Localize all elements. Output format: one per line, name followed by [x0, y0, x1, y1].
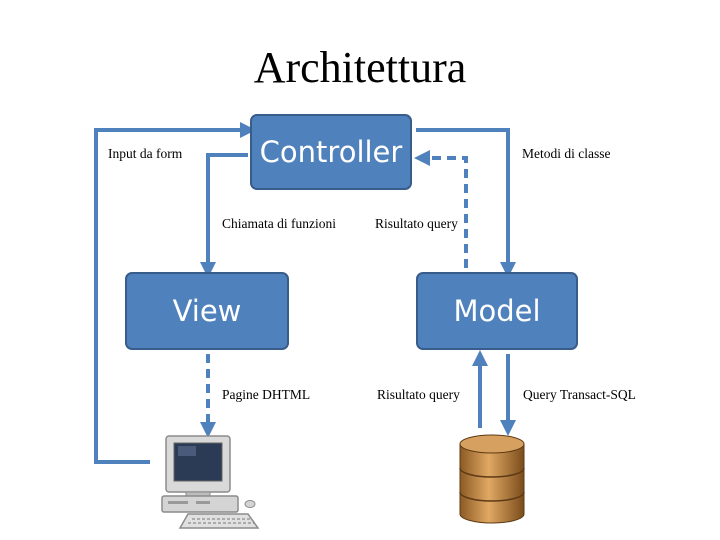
- controller-node: Controller: [250, 114, 412, 190]
- arrow-input-form: [94, 122, 256, 464]
- label-chiamata-funzioni: Chiamata di funzioni: [222, 216, 336, 231]
- label-pagine-dhtml: Pagine DHTML: [222, 387, 311, 402]
- view-node: View: [125, 272, 289, 350]
- arrow-metodi-classe: [416, 128, 516, 278]
- computer-icon: [161, 435, 260, 529]
- label-risultato-query-bottom: Risultato query: [377, 387, 460, 402]
- model-node: Model: [416, 272, 578, 350]
- database-icon: [459, 434, 525, 524]
- diagram-title: Architettura: [253, 43, 467, 92]
- label-input-form: Input da form: [108, 146, 183, 161]
- arrow-risultato-query-top: [414, 150, 468, 268]
- arrow-chiamata-funzioni: [200, 153, 248, 278]
- label-metodi-classe: Metodi di classe: [522, 146, 611, 161]
- label-query-sql: Query Transact-SQL: [523, 387, 636, 402]
- label-risultato-query-top: Risultato query: [375, 216, 458, 231]
